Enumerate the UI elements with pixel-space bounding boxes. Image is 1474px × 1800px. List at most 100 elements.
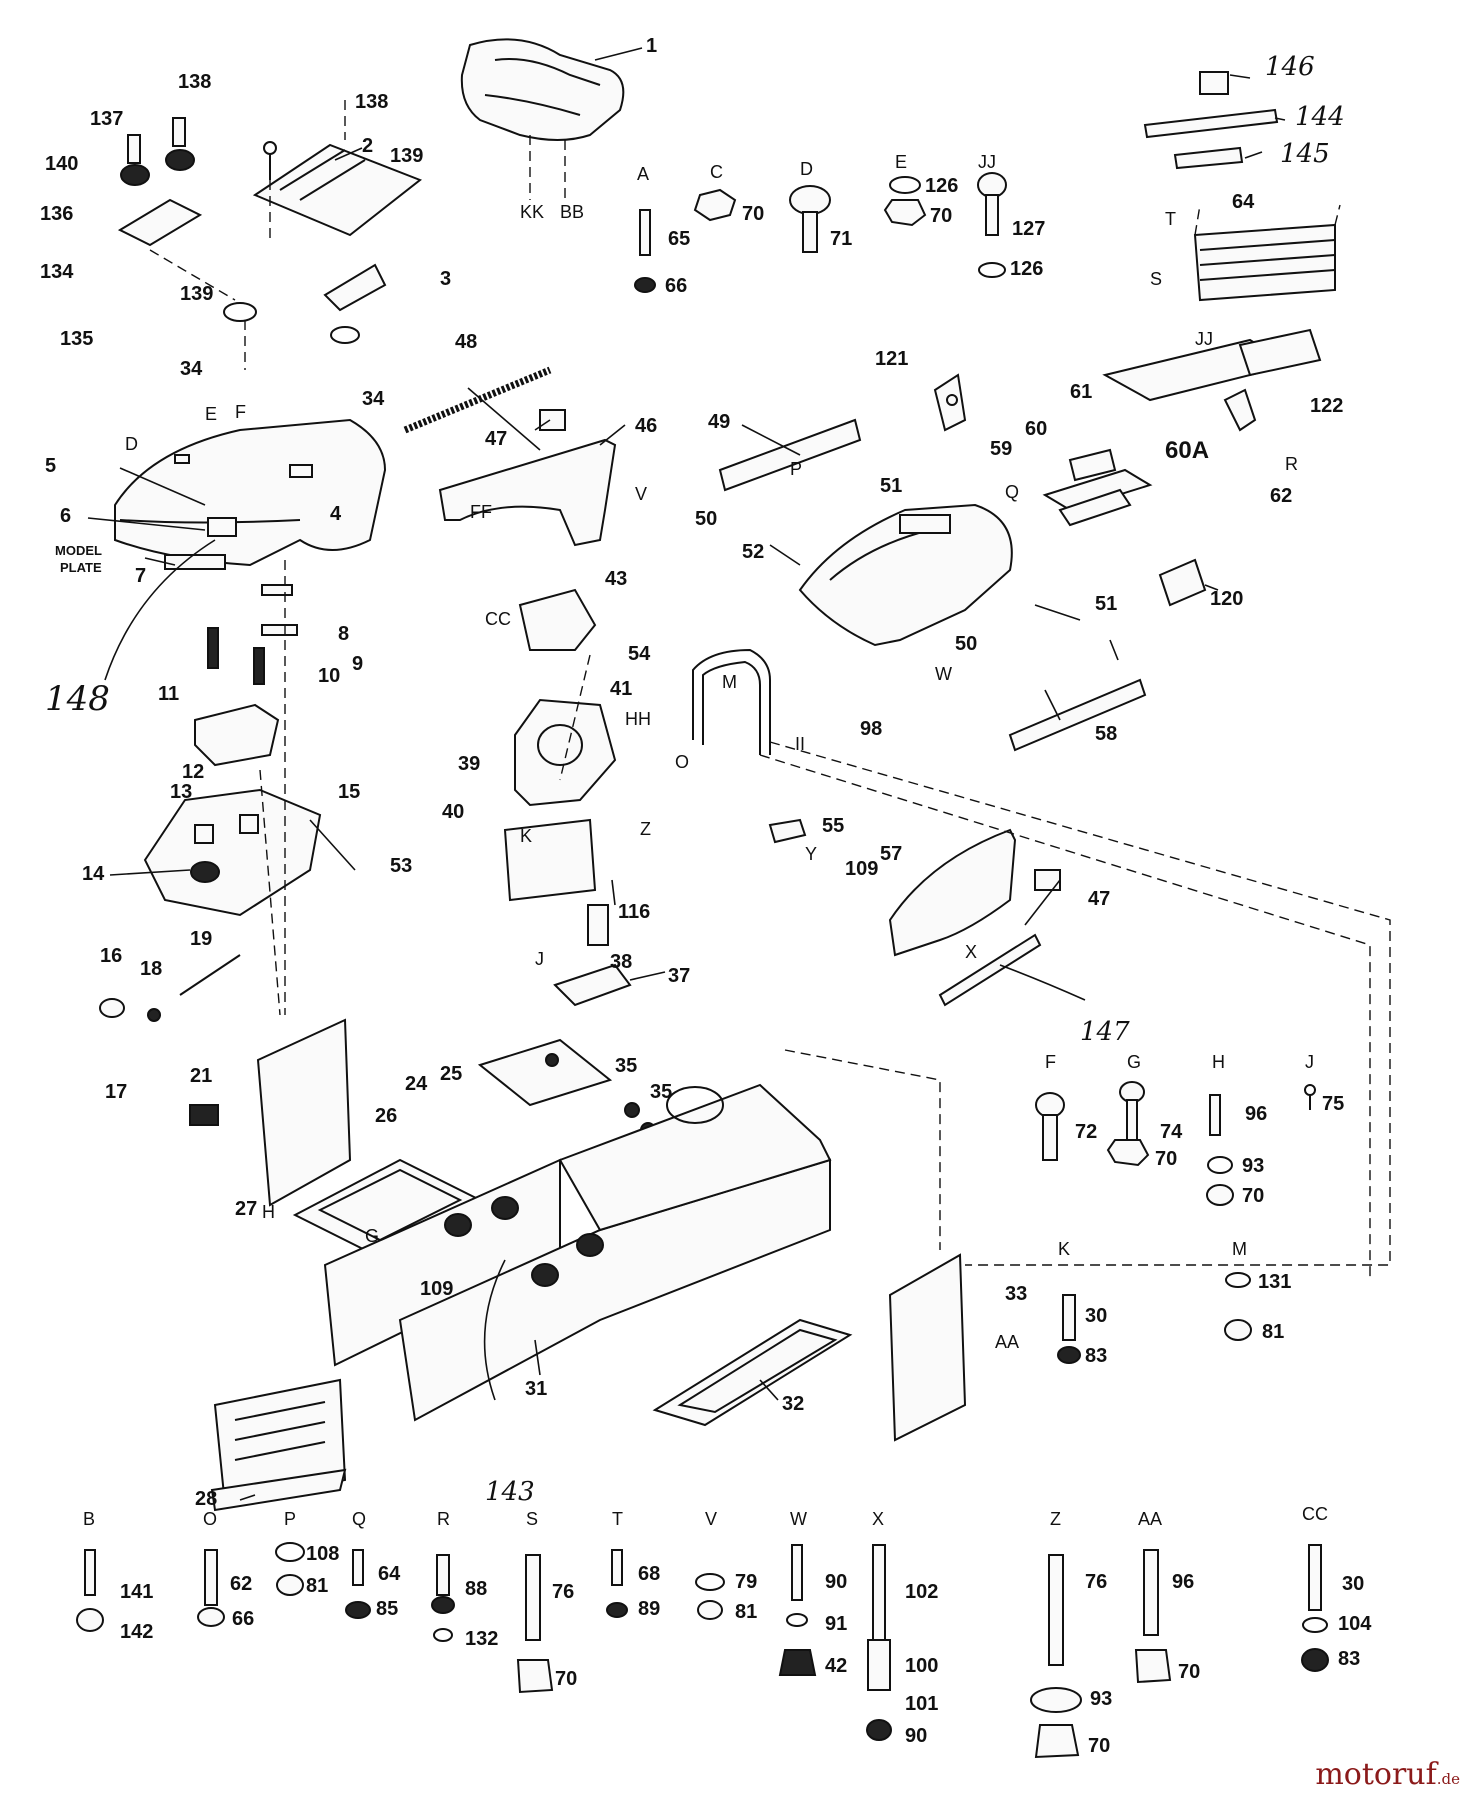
label-part-33: 33 bbox=[1005, 1283, 1027, 1305]
hardware-key-labels: A 65 66 C 70 D 71 E 126 70 JJ 127 126 F … bbox=[83, 152, 1372, 1757]
key-W-part1: 90 bbox=[825, 1571, 847, 1593]
ref-D: D bbox=[125, 434, 138, 454]
key-Q-part1: 64 bbox=[378, 1563, 401, 1585]
ref-E: E bbox=[205, 404, 217, 424]
ref-Q: Q bbox=[1005, 482, 1019, 502]
label-part-52: 52 bbox=[742, 541, 764, 563]
key-V-part2: 81 bbox=[735, 1601, 757, 1623]
ref-FF: FF bbox=[470, 502, 492, 522]
fender-part-57 bbox=[888, 828, 1017, 957]
label-part-147: 147 bbox=[1080, 1017, 1130, 1047]
label-part-122: 122 bbox=[1310, 395, 1343, 417]
bolt-part-138 bbox=[263, 141, 277, 155]
label-part-47a: 47 bbox=[485, 428, 507, 450]
strip-part-49 bbox=[718, 418, 862, 492]
label-part-136: 136 bbox=[40, 203, 73, 225]
key-H-part3: 70 bbox=[1242, 1185, 1264, 1207]
tank-bracket-assembly bbox=[1102, 204, 1341, 432]
label-part-18: 18 bbox=[140, 958, 162, 980]
key-CC-part3: 83 bbox=[1338, 1648, 1360, 1670]
model-plate-line1: MODEL bbox=[55, 543, 102, 558]
key-R: R bbox=[437, 1509, 450, 1529]
key-S-part1: 76 bbox=[552, 1581, 574, 1603]
label-part-35b: 35 bbox=[650, 1081, 672, 1103]
key-O: O bbox=[203, 1509, 217, 1529]
key-JJ: JJ bbox=[978, 152, 996, 172]
key-P-part2: 81 bbox=[306, 1575, 328, 1597]
bracket-part-12 bbox=[194, 703, 280, 767]
key-P-part1: 108 bbox=[306, 1543, 339, 1565]
key-X-part3: 101 bbox=[905, 1693, 938, 1715]
key-Z: Z bbox=[1050, 1509, 1061, 1529]
label-part-139b: 139 bbox=[180, 283, 213, 305]
part-number-labels: 1 2 3 4 5 6 7 8 9 10 11 12 13 14 15 16 1… bbox=[40, 35, 1345, 1510]
key-X-part4: 90 bbox=[905, 1725, 927, 1747]
label-part-59: 59 bbox=[990, 438, 1012, 460]
key-X-part1: 102 bbox=[905, 1581, 938, 1603]
label-part-109b: 109 bbox=[420, 1278, 453, 1300]
part-14 bbox=[190, 861, 220, 883]
label-part-46: 46 bbox=[635, 415, 657, 437]
front-grille-part-28 bbox=[210, 1378, 347, 1512]
key-E-part2: 70 bbox=[930, 205, 952, 227]
ref-T: T bbox=[1165, 209, 1176, 229]
frame-part-31 bbox=[323, 1083, 832, 1422]
ref-W: W bbox=[935, 664, 952, 684]
console-part-41 bbox=[514, 698, 617, 807]
label-part-135: 135 bbox=[60, 328, 93, 350]
label-part-7: 7 bbox=[135, 565, 146, 587]
handle-part-54 bbox=[692, 648, 771, 755]
label-part-9: 9 bbox=[352, 653, 363, 675]
label-part-137: 137 bbox=[90, 108, 123, 130]
key-K-part2: 83 bbox=[1085, 1345, 1107, 1367]
ref-BB: BB bbox=[560, 202, 584, 222]
label-part-60A: 60A bbox=[1165, 437, 1209, 464]
label-part-16: 16 bbox=[100, 945, 122, 967]
key-D-part1: 71 bbox=[830, 228, 852, 250]
brand-watermark[interactable]: motoruf.de bbox=[1315, 1757, 1460, 1792]
key-CC-part2: 104 bbox=[1338, 1613, 1372, 1635]
key-AA-part2: 70 bbox=[1178, 1661, 1200, 1683]
bottom-hardware-row bbox=[76, 1542, 1329, 1759]
key-T-part2: 89 bbox=[638, 1598, 660, 1620]
key-A-part1: 65 bbox=[668, 228, 690, 250]
ref-S: S bbox=[1150, 269, 1162, 289]
label-part-138a: 138 bbox=[178, 71, 211, 93]
trim-pieces bbox=[1143, 71, 1279, 170]
key-B: B bbox=[83, 1509, 95, 1529]
label-part-38: 38 bbox=[610, 951, 632, 973]
key-H-part1: 96 bbox=[1245, 1103, 1267, 1125]
key-M-part2: 81 bbox=[1262, 1321, 1284, 1343]
key-Z-part1: 76 bbox=[1085, 1571, 1107, 1593]
key-E-part1: 126 bbox=[925, 175, 958, 197]
key-CC: CC bbox=[1302, 1504, 1328, 1524]
nut-part-66 bbox=[634, 277, 656, 293]
label-part-121: 121 bbox=[875, 348, 908, 370]
label-part-64: 64 bbox=[1232, 191, 1255, 213]
key-J-part1: 75 bbox=[1322, 1093, 1344, 1115]
label-part-47b: 47 bbox=[1088, 888, 1110, 910]
label-part-55: 55 bbox=[822, 815, 844, 837]
label-part-6: 6 bbox=[60, 505, 71, 527]
model-plate-line2: PLATE bbox=[60, 560, 102, 575]
decal-part-47a bbox=[539, 409, 566, 431]
key-H: H bbox=[1212, 1052, 1225, 1072]
part-77 bbox=[189, 1104, 219, 1126]
label-part-4: 4 bbox=[330, 503, 342, 525]
tank-part-64 bbox=[1193, 223, 1336, 302]
label-part-109a: 109 bbox=[845, 858, 878, 880]
label-part-58: 58 bbox=[1095, 723, 1117, 745]
hood-part-52 bbox=[798, 503, 1013, 647]
key-F-part1: 72 bbox=[1075, 1121, 1097, 1143]
label-part-50a: 50 bbox=[695, 508, 717, 530]
label-part-61: 61 bbox=[1070, 381, 1092, 403]
washer-part-34a bbox=[223, 302, 257, 322]
ref-Z: Z bbox=[640, 819, 651, 839]
key-G-part1: 74 bbox=[1160, 1121, 1183, 1143]
rear-plate-part-33 bbox=[888, 1253, 967, 1442]
headlight-part-60 bbox=[1068, 448, 1117, 482]
top-hardware-row bbox=[634, 172, 1007, 293]
spring-part-140a bbox=[120, 164, 150, 186]
part-116 bbox=[587, 904, 609, 946]
